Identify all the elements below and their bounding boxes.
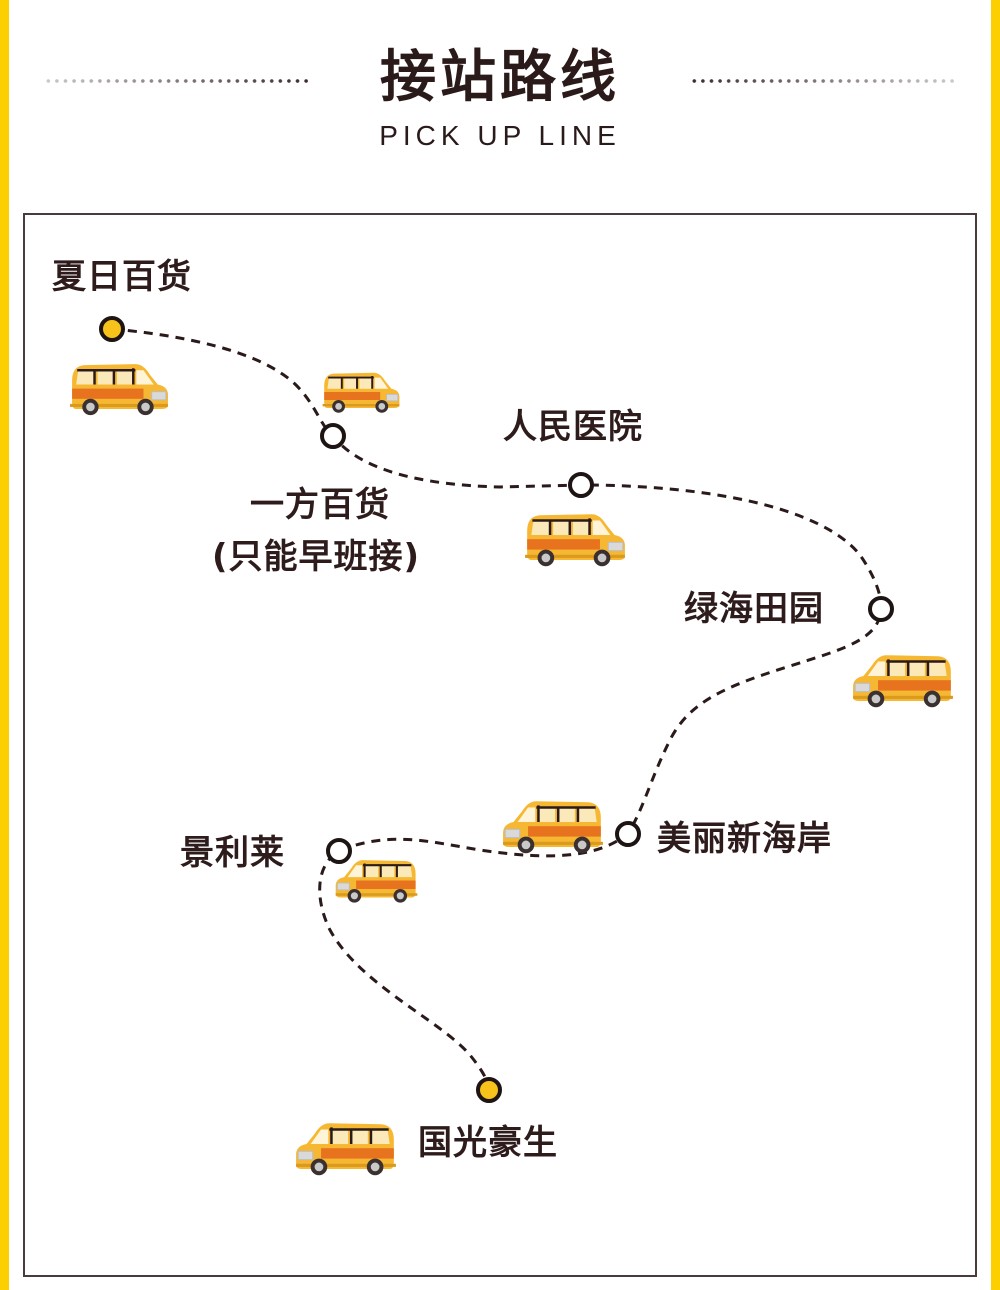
- stop-label: 景利莱: [180, 833, 285, 873]
- stop-marker[interactable]: [568, 472, 594, 498]
- stop-label: 一方百货: [250, 485, 390, 525]
- stop-marker[interactable]: [615, 821, 641, 847]
- stop-note: (只能早班接): [212, 537, 421, 577]
- left-accent-bar: [0, 0, 9, 1290]
- route-path: [111, 327, 883, 1091]
- stop-label: 人民医院: [503, 407, 643, 447]
- stop-label: 绿海田园: [684, 589, 824, 629]
- van-icon: [334, 859, 419, 904]
- stop-label: 夏日百货: [52, 257, 192, 297]
- stop-marker-end[interactable]: [476, 1077, 502, 1103]
- van-icon: [294, 1121, 398, 1177]
- van-icon: [851, 653, 955, 709]
- van-icon: [523, 512, 627, 568]
- stop-marker[interactable]: [868, 596, 894, 622]
- van-icon: [321, 371, 401, 414]
- stop-label: 美丽新海岸: [657, 819, 832, 859]
- stop-marker-start[interactable]: [99, 316, 125, 342]
- right-accent-bar: [991, 0, 1000, 1290]
- van-icon: [501, 799, 605, 855]
- stop-marker[interactable]: [326, 838, 352, 864]
- title-dotted-divider-right: [690, 78, 956, 84]
- stop-label: 国光豪生: [418, 1123, 558, 1163]
- page-title: 接站路线: [380, 45, 620, 110]
- page-subtitle: PICK UP LINE: [379, 120, 621, 151]
- stop-marker[interactable]: [320, 423, 346, 449]
- route-map-frame: [23, 213, 977, 1277]
- van-icon: [68, 362, 170, 417]
- title-dotted-divider-left: [44, 78, 310, 84]
